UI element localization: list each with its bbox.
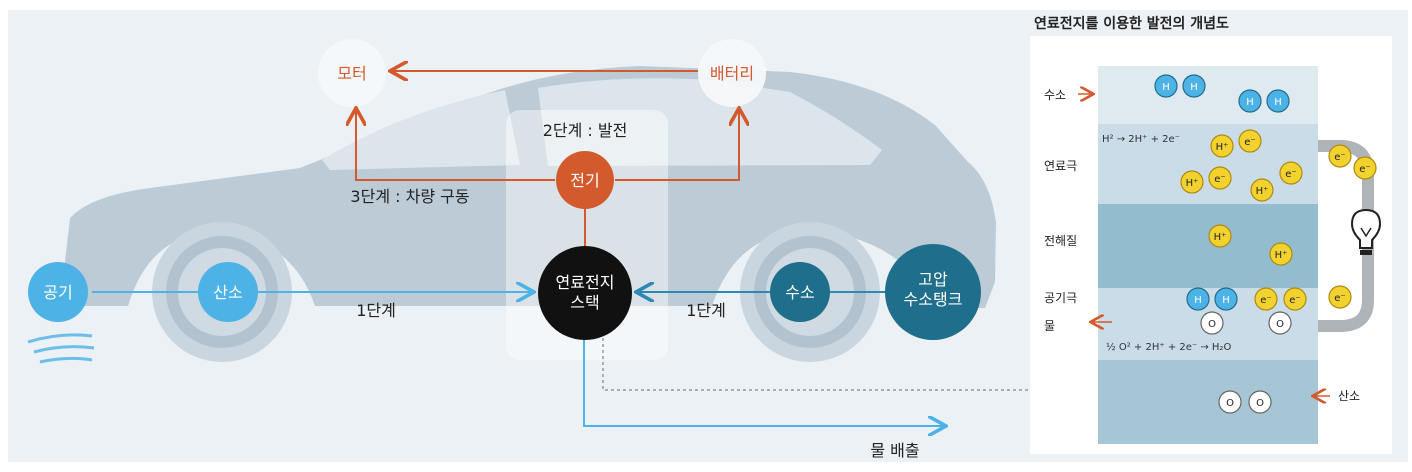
hydrogen-particle [1214, 287, 1238, 311]
hydrogen-particle-label: H [1162, 82, 1170, 93]
air-node [28, 262, 88, 322]
proton-particle-label: H⁺ [1186, 178, 1199, 189]
hydrogen-particle [1154, 74, 1178, 98]
hydrogen-particle [1266, 89, 1290, 113]
hydrogen-layer-label: 수소 [1044, 88, 1066, 102]
proton-particle-label: H⁺ [1256, 186, 1269, 197]
air-label: 공기 [43, 283, 72, 302]
electricity-node [556, 151, 614, 209]
hydrogen-particle [1182, 74, 1206, 98]
step1-left-label: 1단계 [356, 301, 396, 320]
electrolyte-label: 전해질 [1044, 234, 1077, 248]
car-pillar [522, 89, 535, 169]
electron-particle-label: e⁻ [1289, 295, 1300, 306]
battery-node [698, 39, 766, 107]
proton-particle [1208, 224, 1232, 248]
electron-particle [1254, 287, 1278, 311]
proton-particle [1269, 242, 1293, 266]
electron-particle-label: e⁻ [1285, 169, 1296, 180]
proton-particle [1210, 134, 1234, 158]
hydrogen-particle-label: H [1194, 295, 1202, 306]
step2-label: 2단계 : 발전 [543, 121, 628, 140]
electron-particle [1208, 166, 1232, 190]
hydrogen-particle-label: H [1274, 97, 1282, 108]
electricity-to-battery-arrow [615, 110, 739, 181]
electron-particle-label: e⁻ [1260, 295, 1271, 306]
proton-particle-label: H⁺ [1216, 142, 1229, 153]
fuel-electrode-label: 연료극 [1044, 159, 1077, 173]
hydrogen-particle-label: H [1246, 97, 1254, 108]
oxygen-particle-label: O [1276, 319, 1284, 330]
electron-particle [1353, 156, 1377, 180]
proton-particle-label: H⁺ [1275, 250, 1288, 261]
step3-label: 3단계 : 차량 구동 [350, 187, 469, 206]
water-out-label: 물 배출 [870, 441, 919, 460]
oxygen-particle-label: O [1226, 398, 1234, 409]
electron-particle-label: e⁻ [1359, 164, 1370, 175]
air-flow-icon [27, 333, 95, 364]
hydrogen-particle-label: H [1190, 82, 1198, 93]
motor-label: 모터 [337, 64, 366, 83]
proton-particle [1180, 170, 1204, 194]
electron-particle-label: e⁻ [1334, 293, 1345, 304]
electron-particle-label: e⁻ [1244, 137, 1255, 148]
step1-right-label: 1단계 [686, 301, 726, 320]
oxygen-particle [1218, 390, 1242, 414]
electron-particle [1283, 287, 1307, 311]
oxygen-particle [1248, 390, 1272, 414]
anode-equation: H² → 2H⁺ + 2e⁻ [1102, 134, 1180, 145]
electricity-to-motor-arrow [356, 110, 555, 181]
hydrogen-node [770, 262, 830, 322]
oxygen-particle-label: O [1256, 398, 1264, 409]
concept-link-line [602, 338, 1030, 391]
electron-particle [1279, 161, 1303, 185]
tank-node [885, 244, 981, 340]
oxygen-particle [1200, 311, 1224, 335]
oxygen-node [198, 262, 258, 322]
air-electrode-label: 공기극 [1044, 291, 1077, 305]
oxygen-particle [1268, 311, 1292, 335]
hydrogen-label: 수소 [785, 283, 814, 302]
electron-particle-label: e⁻ [1334, 152, 1345, 163]
stack-node [538, 246, 632, 340]
battery-label: 배터리 [710, 64, 754, 83]
electron-particle [1328, 144, 1352, 168]
proton-particle [1250, 178, 1274, 202]
electricity-label: 전기 [570, 171, 599, 190]
car-rear-window [322, 90, 520, 170]
lightbulb-icon [1350, 208, 1382, 255]
hydrogen-particle [1238, 89, 1262, 113]
motor-node [318, 39, 386, 107]
water-out-arrow [583, 338, 944, 426]
electron-particle-label: e⁻ [1214, 174, 1225, 185]
oxygen-particle-label: O [1208, 319, 1216, 330]
oxygen-label: 산소 [213, 283, 242, 302]
electron-particle [1238, 129, 1262, 153]
proton-particle-label: H⁺ [1214, 232, 1227, 243]
oxygen-layer-label: 산소 [1338, 389, 1360, 403]
cathode-equation: ½ O² + 2H⁺ + 2e⁻ → H₂O [1106, 341, 1231, 353]
electron-particle [1328, 285, 1352, 309]
hydrogen-particle [1186, 287, 1210, 311]
car-front-window [538, 78, 882, 166]
concept-title: 연료전지를 이용한 발전의 개념도 [1034, 15, 1229, 32]
hydrogen-particle-label: H [1222, 295, 1230, 306]
water-layer-label: 물 [1044, 319, 1055, 333]
